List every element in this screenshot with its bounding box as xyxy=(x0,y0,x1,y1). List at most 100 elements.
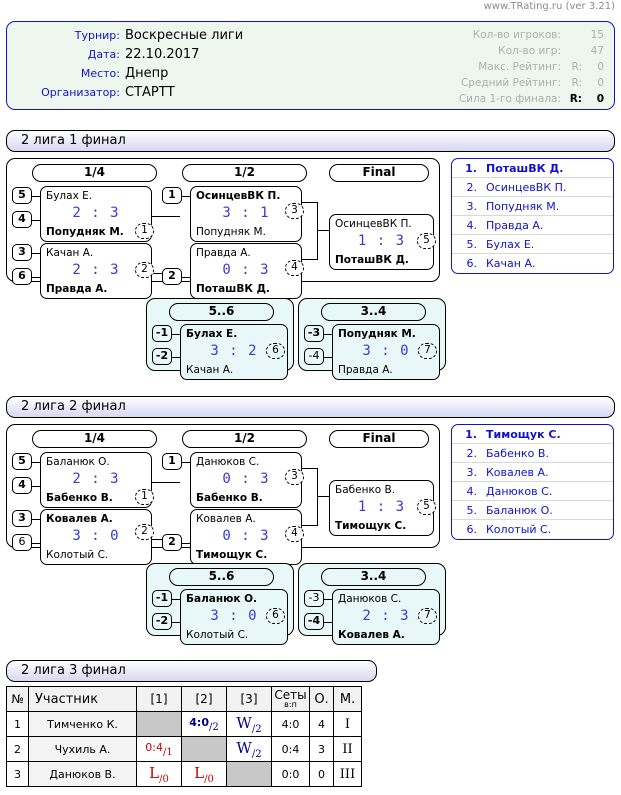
round-label-semi-f1: 1/2 xyxy=(182,164,307,182)
seed-line-q1-top-f1 xyxy=(32,196,40,198)
section-title-final-2: 2 лига 2 финал xyxy=(6,396,615,418)
connector-s2-final-f1 xyxy=(294,259,318,261)
match-q1-player-bottom-f1: Попудняк М. xyxy=(46,226,124,238)
match-placement-56-f2[interactable]: Баланюк О. 3 : 0 Колотый С. 6 xyxy=(180,589,288,645)
match-semi-1-f1[interactable]: ОсинцевВК П. 3 : 1 Попудняк М. 3 xyxy=(190,186,304,242)
row-1-cell-2[interactable]: 4:0/2 xyxy=(181,711,227,737)
ranking-name-4-f1: Правда А. xyxy=(486,218,544,232)
row-1-cell-2-score: 4:0 xyxy=(189,715,209,729)
match-s2-player-bottom-f2: Тимощук С. xyxy=(196,549,268,561)
seed-p56-bottom-f2: -2 xyxy=(152,613,172,630)
match-s2-player-top-f1: Правда А. xyxy=(196,247,251,259)
row-2-points: 3 xyxy=(309,736,334,762)
seed-q2-bottom-f1: 6 xyxy=(12,268,32,285)
row-2-cell-3[interactable]: W/2 xyxy=(226,736,272,762)
match-final-f1[interactable]: ОсинцевВК П. 1 : 3 ПоташВК Д. 5 xyxy=(329,214,436,270)
row-2-cell-1-score: 0:4 xyxy=(145,740,163,754)
row-3-points: 0 xyxy=(309,761,334,787)
ranking-row-1-f1: 1. ПоташВК Д. xyxy=(452,159,613,178)
match-p56-player-bottom-f1: Качан А. xyxy=(186,364,234,376)
round-label-p34-f1: 3..4 xyxy=(321,303,426,321)
ranking-pos-2-f2: 2. xyxy=(466,446,478,460)
stat-row-players: Кол-во игроков: 15 xyxy=(344,29,604,45)
stat-row-games: Кол-во игр: 47 xyxy=(344,45,604,61)
ranking-row-1-f2: 1. Тимощук С. xyxy=(452,425,613,444)
section-title-final-3: 2 лига 3 финал xyxy=(6,660,377,682)
seed-line-p56-bottom-f1 xyxy=(172,357,180,359)
match-p34-score-f2: 2 : 3 xyxy=(362,608,410,624)
bracket-placement-34-f1: 3..4 -3 -4 Попудняк М. 3 : 0 Правда А. 7 xyxy=(298,298,446,380)
seed-s1-top-f2: 1 xyxy=(162,453,182,470)
match-q1-player-top-f2: Баланюк О. xyxy=(46,456,110,468)
col-header-place: М. xyxy=(333,686,362,712)
match-semi-2-f1[interactable]: Правда А. 0 : 3 ПоташВК Д. 4 xyxy=(190,243,304,299)
match-placement-34-f1[interactable]: Попудняк М. 3 : 0 Правда А. 7 xyxy=(332,324,440,380)
match-number-q1-f2: 1 xyxy=(135,489,154,505)
col-header-number: № xyxy=(6,686,29,712)
seed-line-s2-bottom-f1 xyxy=(182,277,190,279)
match-quarter-2-f2[interactable]: Ковалев А. 3 : 0 Колотый С. 2 xyxy=(40,509,154,565)
seed-p34-bottom-f2: -4 xyxy=(304,613,324,630)
ranking-name-3-f2: Ковалев А. xyxy=(486,465,549,479)
seed-q2-top-f2: 3 xyxy=(12,510,32,527)
ranking-name-3-f1: Попудняк М. xyxy=(486,199,560,213)
match-quarter-2-f1[interactable]: Качан А. 2 : 3 Правда А. 2 xyxy=(40,243,154,299)
row-1-cell-3[interactable]: W/2 xyxy=(226,711,272,737)
match-semi-2-f2[interactable]: Ковалев А. 0 : 3 Тимощук С. 4 xyxy=(190,509,304,565)
connector-s1-final-f2 xyxy=(294,468,318,470)
info-value-place: Днепр xyxy=(125,66,169,81)
col-header-sets-main: Сеты xyxy=(274,687,307,702)
seed-line-q2-top-f2 xyxy=(32,519,40,521)
ranking-pos-4-f1: 4. xyxy=(466,218,478,232)
stat-r-avg-rating: R: xyxy=(571,77,582,89)
match-q1-score-f2: 2 : 3 xyxy=(72,471,120,487)
match-quarter-1-f1[interactable]: Булах Е. 2 : 3 Попудняк М. 1 xyxy=(40,186,154,242)
match-final-f2[interactable]: Бабенко В. 1 : 3 Тимощук С. 5 xyxy=(329,480,436,536)
match-p56-player-top-f2: Баланюк О. xyxy=(186,593,258,605)
row-3-sets: 0:0 xyxy=(271,761,310,787)
ranking-name-6-f1: Качан А. xyxy=(486,257,536,270)
match-number-final-f1: 5 xyxy=(417,233,436,249)
seed-line-p56-top-f1 xyxy=(172,334,180,336)
match-p56-player-top-f1: Булах Е. xyxy=(186,328,238,340)
seed-line-p34-bottom-f2 xyxy=(324,622,332,624)
match-p34-score-f1: 3 : 0 xyxy=(362,343,410,359)
stat-r-max-rating: R: xyxy=(571,61,582,73)
connector-s1-final-f1 xyxy=(294,202,318,204)
match-s1-score-f1: 3 : 1 xyxy=(222,205,270,221)
row-1-place: I xyxy=(333,711,362,737)
match-quarter-1-f2[interactable]: Баланюк О. 2 : 3 Бабенко В. 1 xyxy=(40,452,154,508)
seed-q2-bottom-f2: 6 xyxy=(12,534,32,551)
row-3-cell-2[interactable]: L/0 xyxy=(181,761,227,787)
table-row: 2 Чухиль А. 0:4/1 W/2 0:4 3 II xyxy=(6,736,362,762)
row-1-number: 1 xyxy=(6,711,29,737)
ranking-pos-5-f2: 5. xyxy=(466,503,478,517)
match-placement-34-f2[interactable]: Данюков С. 2 : 3 Ковалев А. 7 xyxy=(332,589,440,645)
match-final-player-bottom-f2: Тимощук С. xyxy=(335,520,407,532)
match-semi-1-f2[interactable]: Данюков С. 0 : 3 Бабенко В. 3 xyxy=(190,452,304,508)
info-row-tournament: Турнир: Воскресные лиги xyxy=(7,28,337,47)
seed-p34-bottom-f1: -4 xyxy=(304,348,324,365)
round-label-final-f1: Final xyxy=(329,164,429,182)
match-placement-56-f1[interactable]: Булах Е. 3 : 2 Качан А. 6 xyxy=(180,324,288,380)
stat-label-games: Кол-во игр: xyxy=(498,45,561,57)
col-header-opponent-2: [2] xyxy=(181,686,227,712)
match-s2-score-f2: 0 : 3 xyxy=(222,528,270,544)
row-1-points: 4 xyxy=(309,711,334,737)
match-final-player-bottom-f1: ПоташВК Д. xyxy=(335,254,409,266)
tournament-info-panel: Турнир: Воскресные лиги Дата: 22.10.2017… xyxy=(6,21,615,110)
table-row: 3 Данюков В. L/0 L/0 0:0 0 III xyxy=(6,761,362,787)
seed-line-q1-top-f2 xyxy=(32,462,40,464)
ranking-name-5-f2: Баланюк О. xyxy=(486,503,553,517)
ranking-row-5-f2: 5. Баланюк О. xyxy=(452,501,613,520)
row-1-cell-3-points: /2 xyxy=(251,723,262,735)
ranking-panel-final-2: 1. Тимощук С. 2. Бабенко В. 3. Ковалев А… xyxy=(451,424,614,540)
info-row-place: Место: Днепр xyxy=(7,66,337,85)
match-s2-score-f1: 0 : 3 xyxy=(222,262,270,278)
row-3-cell-1[interactable]: L/0 xyxy=(136,761,182,787)
seed-p56-top-f1: -1 xyxy=(152,325,172,342)
info-value-organizer: СТАРТТ xyxy=(125,85,175,100)
bracket-placement-34-f2: 3..4 -3 -4 Данюков С. 2 : 3 Ковалев А. 7 xyxy=(298,563,446,645)
row-2-cell-1[interactable]: 0:4/1 xyxy=(136,736,182,762)
